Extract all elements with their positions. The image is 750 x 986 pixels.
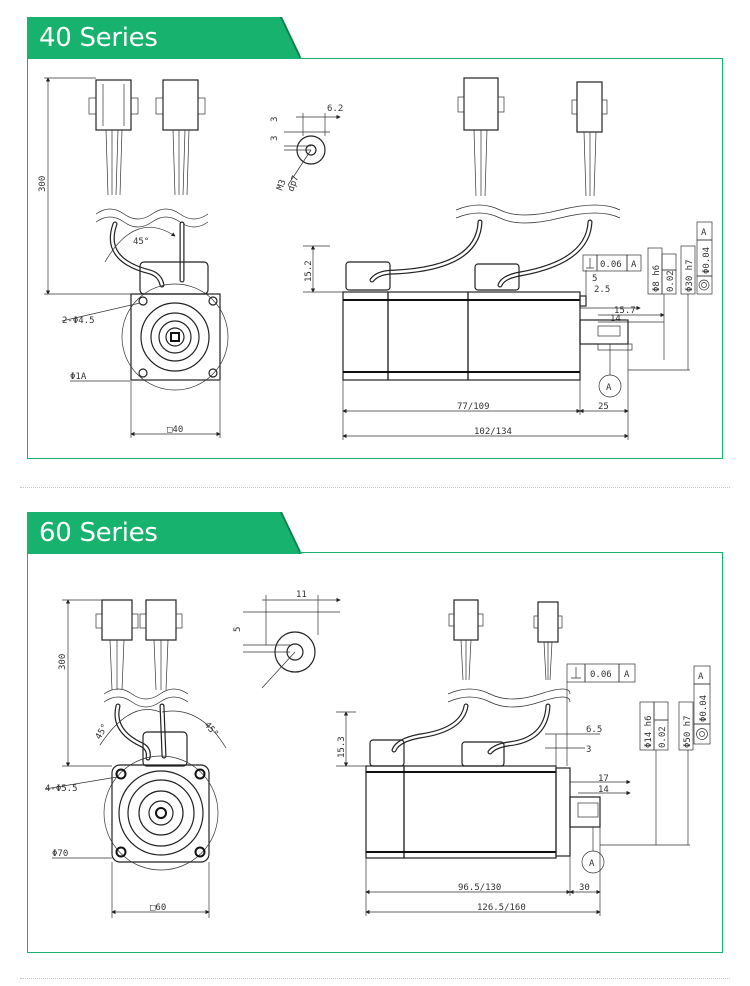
s60-body-length: 96.5/130 bbox=[458, 883, 501, 893]
s40-key-b: 3 bbox=[270, 136, 280, 141]
s60-pilot-datum: A bbox=[698, 672, 704, 682]
s60-connector-right bbox=[139, 599, 183, 641]
s40-d2-5: 2.5 bbox=[594, 285, 610, 295]
s40-flange-label: □40 bbox=[167, 425, 183, 435]
s40-d15-7: 15.7 bbox=[614, 306, 636, 316]
s60-cable-length: 300 bbox=[58, 654, 68, 670]
s60-d14: 14 bbox=[598, 785, 609, 795]
s40-thread-label: M3 bbox=[275, 178, 288, 192]
s60-shaft-length: 30 bbox=[579, 883, 590, 893]
s40-pcd-label: Φ1A bbox=[70, 372, 87, 382]
s40-side-connector-left bbox=[457, 77, 505, 131]
s40-connector-right bbox=[155, 79, 206, 131]
s40-pilot-tol: Φ0.04 bbox=[702, 247, 712, 274]
s60-runout: 0.02 bbox=[658, 726, 668, 748]
s40-d14: 14 bbox=[610, 314, 621, 324]
s40-runout: 0.02 bbox=[666, 270, 676, 292]
s40-connector-left bbox=[88, 79, 139, 131]
s40-pilot-dia: Φ30 h7 bbox=[685, 259, 695, 292]
s60-d17: 17 bbox=[598, 774, 609, 784]
s60-pilot-tol: Φ0.04 bbox=[699, 695, 709, 722]
s60-tol-datum: A bbox=[624, 670, 630, 680]
divider bbox=[20, 487, 730, 488]
s40-body-length: 77/109 bbox=[457, 402, 490, 412]
s60-key-a: 5 bbox=[233, 627, 243, 632]
s60-d6-5: 6.5 bbox=[586, 725, 602, 735]
s60-tol-perp: 0.06 bbox=[590, 670, 612, 680]
s40-cable-length: 300 bbox=[38, 176, 48, 192]
s60-key-width: 11 bbox=[296, 590, 307, 600]
s40-thread-depth: dp7 bbox=[286, 174, 301, 193]
s40-tol-datum: A bbox=[631, 260, 637, 270]
s40-key-a: 3 bbox=[270, 117, 280, 122]
s60-pcd-label: Φ70 bbox=[52, 849, 68, 859]
s60-shaft-end-view: 11 5 bbox=[233, 590, 341, 689]
s60-flange-label: □60 bbox=[150, 903, 166, 913]
s40-shaft-dia: Φ8 h6 bbox=[652, 265, 662, 292]
s40-height-label: 15.2 bbox=[304, 260, 314, 282]
s60-total-length: 126.5/160 bbox=[477, 903, 526, 913]
s40-side-view: 15.2 77/109 25 102/134 A 15.7 14 5 2.5 0… bbox=[303, 77, 713, 440]
s40-pilot-datum: A bbox=[701, 228, 707, 238]
s40-total-length: 102/134 bbox=[474, 427, 512, 437]
s40-tol-perp: 0.06 bbox=[600, 260, 622, 270]
s60-pilot-dia: Φ50 h7 bbox=[683, 715, 693, 748]
s60-connector-left bbox=[95, 599, 139, 641]
s40-angle-label: 45° bbox=[133, 237, 149, 247]
s60-d3: 3 bbox=[586, 745, 591, 755]
s60-angle-right: 45° bbox=[202, 721, 220, 740]
s60-side-view: 15.3 96.5/130 30 126.5/160 A 6.5 3 17 14… bbox=[336, 599, 711, 916]
divider-bottom bbox=[20, 978, 730, 979]
s60-side-connector-left bbox=[448, 599, 484, 641]
s40-datum-marker: A bbox=[606, 383, 612, 393]
section-40-panel bbox=[27, 58, 723, 459]
s40-shaft-end-view: 6.2 3 3 M3 dp7 bbox=[270, 104, 343, 193]
s60-side-connector-right bbox=[533, 601, 563, 643]
s40-front-view: 45° 300 2-Φ4.5 Φ1A □40 bbox=[38, 77, 229, 438]
s40-d5: 5 bbox=[592, 274, 597, 284]
s60-height-label: 15.3 bbox=[337, 736, 347, 758]
s60-datum-marker: A bbox=[589, 859, 595, 869]
s60-front-view: 45° 45° 300 4-Φ5.5 Φ70 □60 bbox=[44, 599, 227, 918]
s40-key-width: 6.2 bbox=[327, 104, 343, 114]
s40-side-connector-right bbox=[571, 81, 608, 133]
section-60-title: 60 Series Dimensions bbox=[27, 512, 302, 554]
s40-holes-label: 2-Φ4.5 bbox=[62, 316, 95, 326]
s60-angle-left: 45° bbox=[94, 722, 111, 741]
s40-shaft-length: 25 bbox=[598, 402, 609, 412]
s60-holes-label: 4-Φ5.5 bbox=[45, 784, 78, 794]
section-40-title: 40 Series Dimensions bbox=[27, 17, 302, 59]
s60-shaft-dia: Φ14 h6 bbox=[644, 715, 654, 748]
